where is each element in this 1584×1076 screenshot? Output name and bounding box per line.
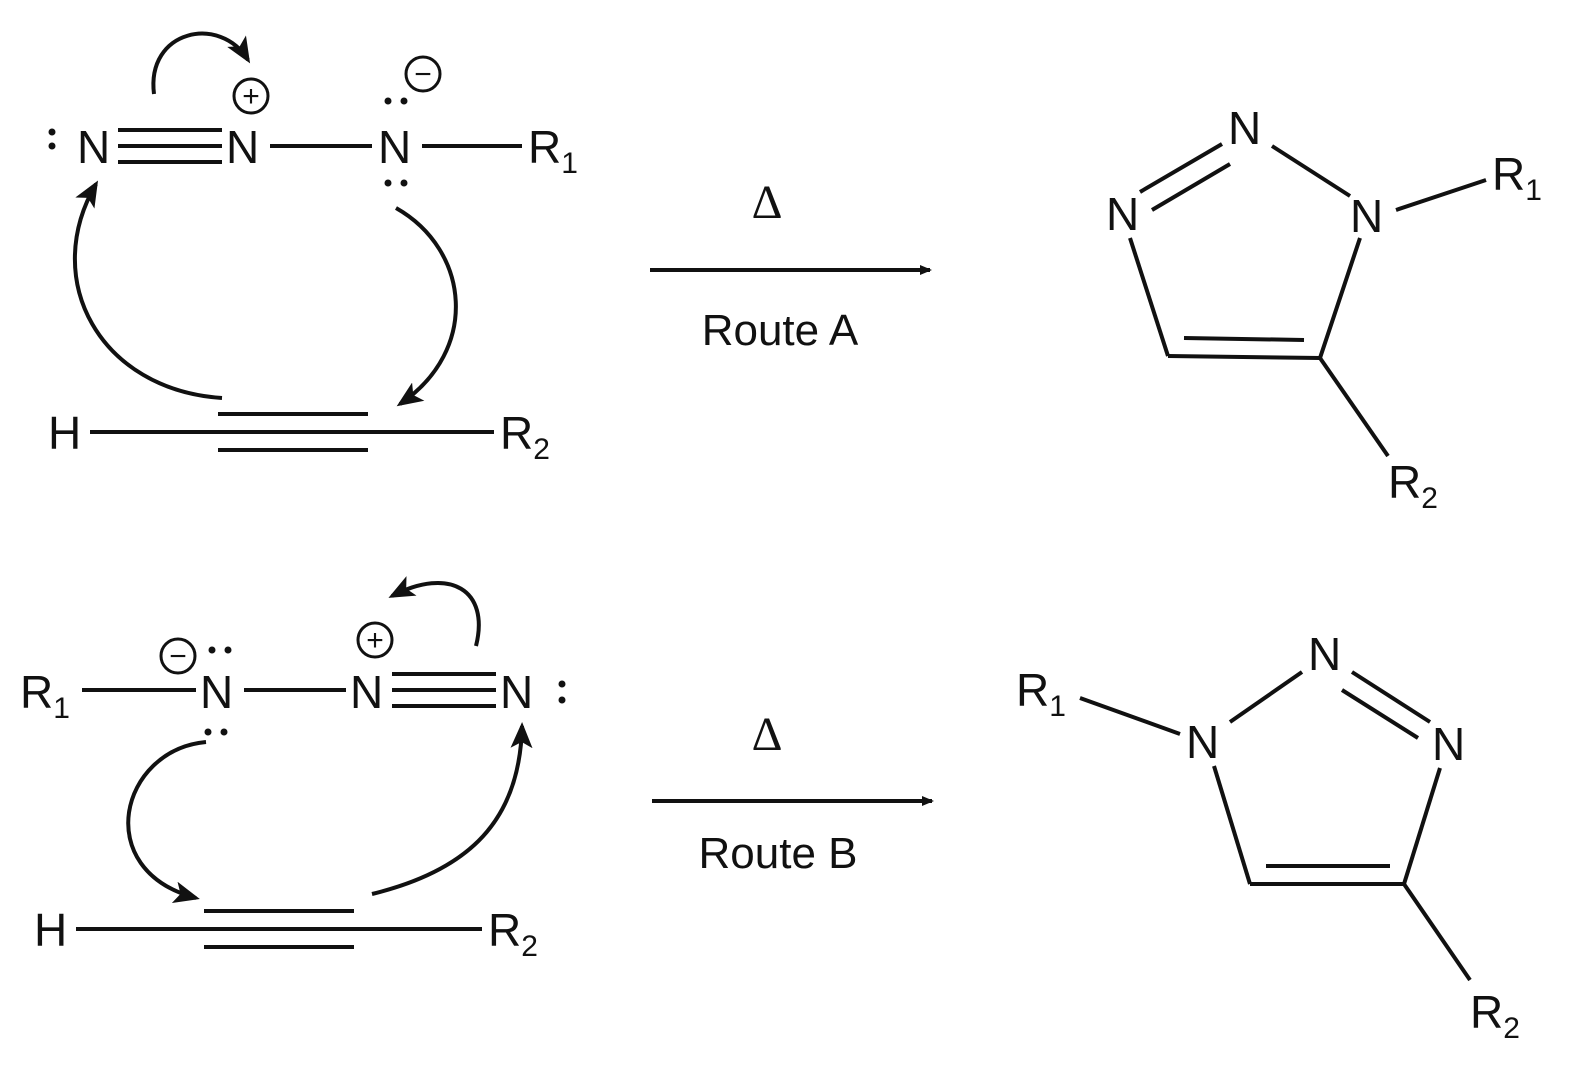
lone-pair-dot — [208, 646, 216, 654]
azide-n-central: N — [350, 666, 383, 718]
single-bond — [1318, 237, 1362, 359]
substituent-r1: R1 — [528, 121, 578, 180]
heat-symbol: Δ — [752, 708, 783, 761]
lone-pair-dot — [204, 728, 212, 736]
lone-pair-dot — [224, 646, 232, 654]
electron-flow-arrow — [395, 206, 458, 407]
alkyne-terminal-h: H — [48, 407, 81, 459]
triazole-n1: N — [1186, 716, 1219, 768]
route-b-label: Route B — [699, 829, 858, 878]
electron-flow-arrow — [371, 722, 533, 896]
azide-n-substituted: N — [378, 121, 411, 173]
double-bond-line — [1183, 336, 1305, 342]
electron-flow-arrow — [72, 180, 223, 400]
single-bond — [1395, 178, 1487, 212]
product-r1: R1 — [1016, 664, 1066, 723]
minus-charge-sign: − — [169, 640, 187, 673]
single-bond — [1402, 767, 1442, 885]
electron-flow-arrow — [151, 31, 251, 95]
double-bond-line — [1138, 142, 1224, 194]
double-bond-line — [1150, 162, 1232, 212]
plus-charge-sign: + — [366, 624, 384, 657]
lone-pair-dot — [48, 142, 56, 150]
product-r1: R1 — [1492, 148, 1542, 207]
double-bond-line — [1340, 688, 1420, 740]
double-bond-line — [1350, 670, 1432, 724]
route-a: N N + N − R1 H — [48, 31, 1542, 515]
plus-charge-icon — [232, 77, 270, 115]
single-bond — [1402, 882, 1472, 982]
product-r2: R2 — [1388, 456, 1438, 515]
single-bond — [1318, 356, 1390, 458]
heat-symbol: Δ — [752, 176, 783, 229]
minus-charge-icon — [404, 55, 442, 93]
azide-n-substituted: N — [200, 666, 233, 718]
product-r2: R2 — [1470, 986, 1520, 1045]
route-b-product-triazole: R1 N N N R2 — [1016, 628, 1520, 1045]
single-bond — [1212, 765, 1252, 885]
substituent-r1: R1 — [20, 666, 70, 725]
route-b-azide: R1 N − N + N — [20, 621, 566, 736]
route-a-product-triazole: N N N R1 R2 — [1106, 102, 1542, 515]
single-bond — [1270, 144, 1352, 198]
lone-pair-dot — [220, 728, 228, 736]
minus-charge-icon — [159, 637, 197, 675]
route-b: R1 N − N + N H — [20, 576, 1520, 1045]
substituent-r2: R2 — [488, 904, 538, 963]
triazole-n1: N — [1350, 190, 1383, 242]
triazole-n3: N — [1106, 188, 1139, 240]
electron-flow-arrow — [126, 740, 207, 903]
single-bond — [1128, 237, 1170, 357]
minus-charge-sign: − — [414, 58, 432, 91]
azide-n-terminal: N — [500, 666, 533, 718]
route-a-azide: N N + N − R1 — [48, 55, 578, 187]
lone-pair-dot — [400, 97, 408, 105]
alkyne-terminal-h: H — [34, 904, 67, 956]
lone-pair-dot — [400, 179, 408, 187]
triazole-n3: N — [1432, 718, 1465, 770]
single-bond — [1228, 670, 1304, 724]
route-b-alkyne: H R2 — [34, 904, 538, 963]
route-a-label: Route A — [702, 306, 859, 355]
substituent-r2: R2 — [500, 407, 550, 466]
triazole-n2: N — [1308, 628, 1341, 680]
lone-pair-dot — [558, 680, 566, 688]
lone-pair-dot — [384, 97, 392, 105]
azide-n-central: N — [226, 121, 259, 173]
lone-pair-dot — [384, 179, 392, 187]
plus-charge-sign: + — [242, 80, 260, 113]
plus-charge-icon — [356, 621, 394, 659]
lone-pair-dot — [48, 128, 56, 136]
azide-n-terminal: N — [77, 121, 110, 173]
lone-pair-dot — [558, 696, 566, 704]
single-bond — [1079, 696, 1181, 736]
triazole-n2: N — [1228, 102, 1261, 154]
electron-flow-arrow — [388, 576, 481, 647]
route-a-alkyne: H R2 — [48, 407, 550, 466]
single-bond — [1167, 354, 1321, 360]
